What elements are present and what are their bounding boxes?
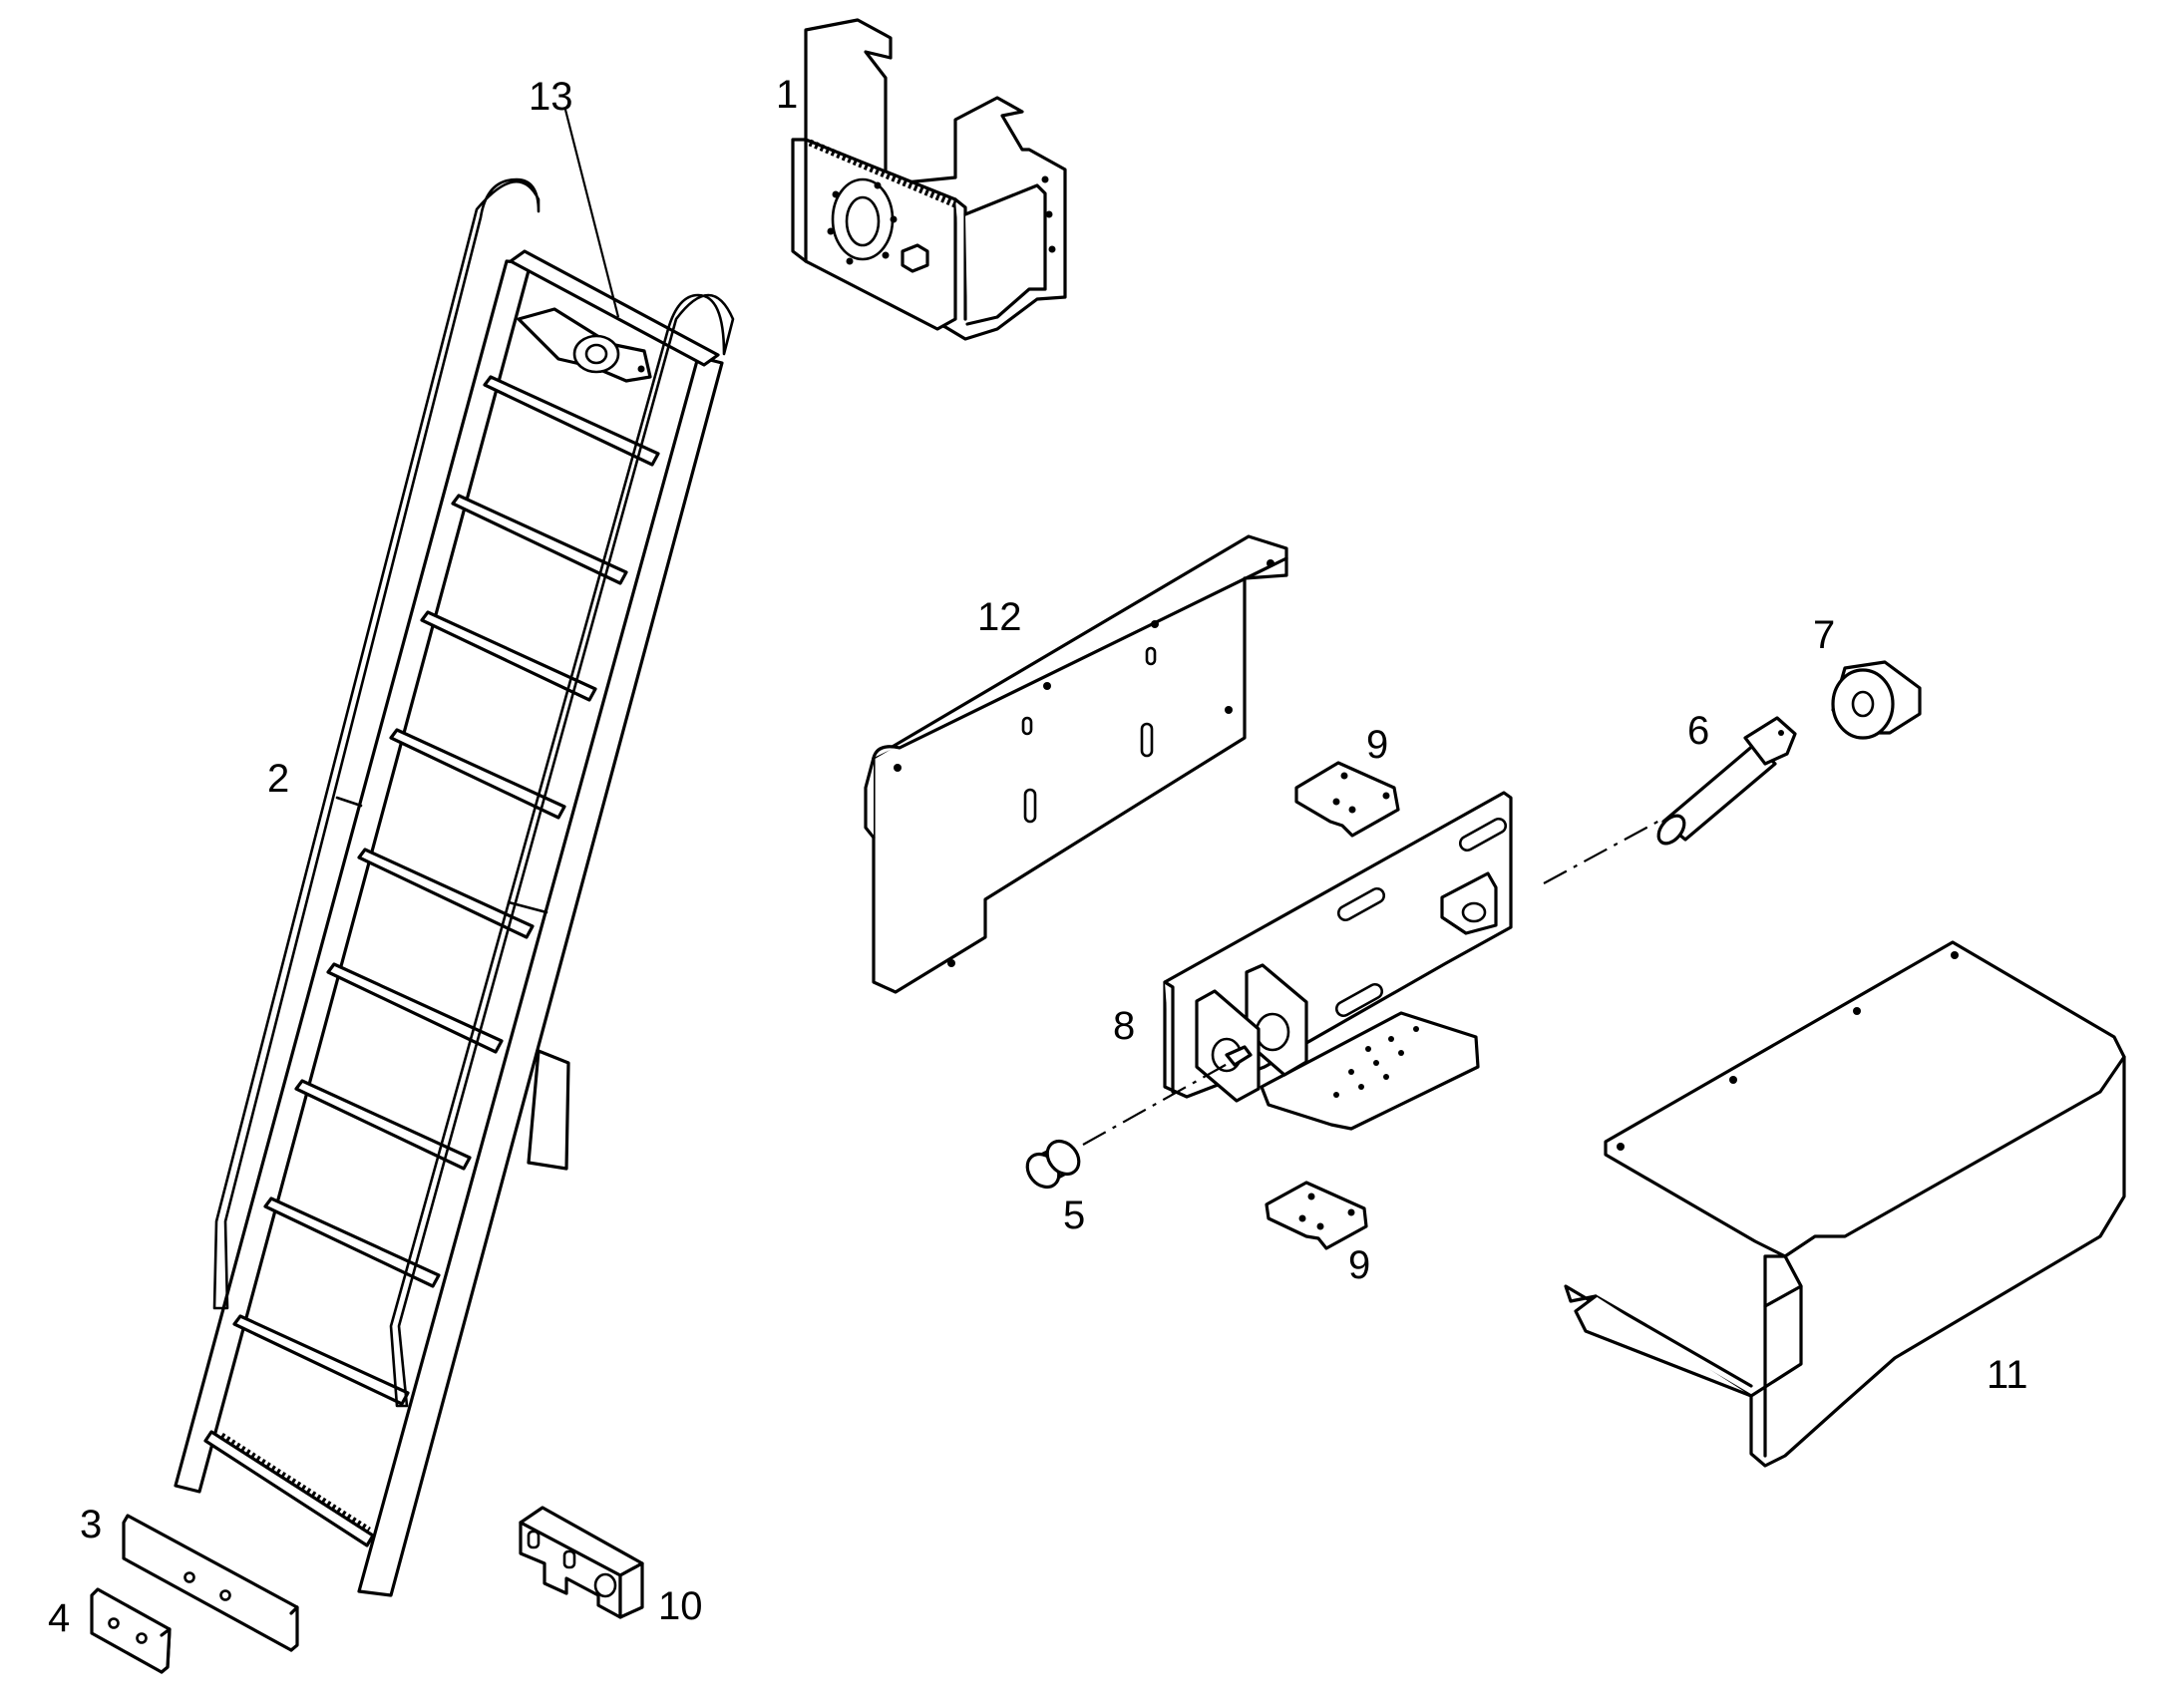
part-10-block (519, 1506, 644, 1619)
part-9-upper-plate (1294, 761, 1400, 838)
ladder-rungs (232, 375, 660, 1406)
part-3-plate (122, 1514, 299, 1652)
callout-9-lower: 9 (1348, 1243, 1370, 1287)
callout-8: 8 (1113, 1004, 1135, 1048)
callout-3: 3 (80, 1503, 102, 1546)
callout-2: 2 (267, 757, 289, 801)
callout-4: 4 (48, 1596, 70, 1640)
part-4-small-plate (90, 1587, 172, 1674)
callout-6: 6 (1687, 709, 1709, 753)
callout-5: 5 (1063, 1194, 1085, 1237)
callout-1: 1 (776, 73, 798, 117)
callout-13: 13 (529, 75, 573, 119)
callout-labels: 1 13 2 12 9 6 7 8 5 9 11 3 4 10 (48, 73, 2028, 1640)
callout-12: 12 (977, 595, 1022, 639)
part-2-ladder (174, 177, 735, 1597)
part-13-roller (517, 307, 652, 383)
callout-9-upper: 9 (1366, 723, 1388, 767)
part-11-cover (1564, 940, 2126, 1468)
part-5-bushing (1025, 1139, 1081, 1190)
part-8-slide-plate (1163, 791, 1513, 1131)
callout-11: 11 (1987, 1353, 2028, 1397)
callout-10: 10 (658, 1584, 703, 1628)
part-6-pin (1656, 716, 1797, 846)
part-9-lower-plate (1265, 1181, 1368, 1250)
part-7-collar (1831, 660, 1922, 740)
callout-7: 7 (1813, 613, 1835, 657)
leader-lines (563, 109, 1662, 1146)
part-12-mounting-plate (864, 534, 1288, 994)
part-1-ladder-bracket (791, 18, 1067, 341)
